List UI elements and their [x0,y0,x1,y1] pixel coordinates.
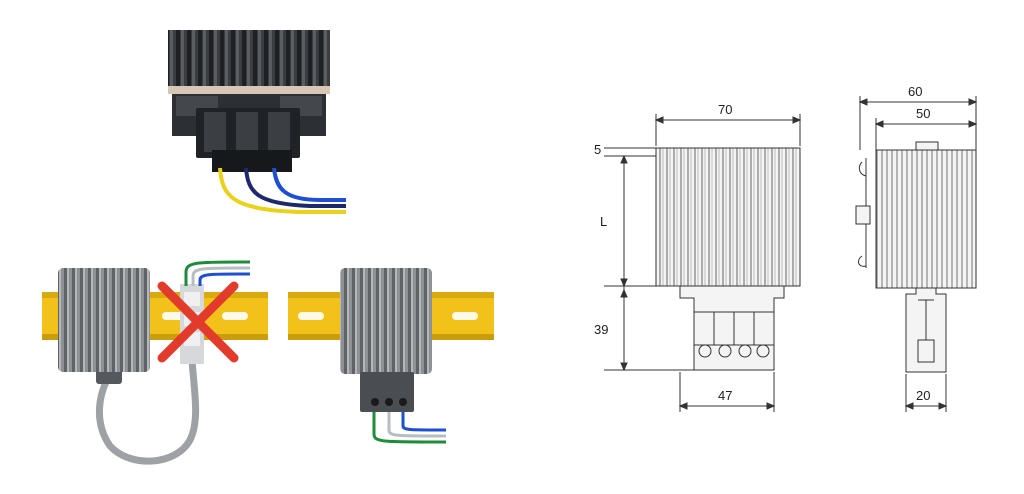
incorrect-mounting-photo [42,260,268,465]
dimension-label-gap-5: 5 [594,142,601,157]
dark-blue-wire [244,167,346,208]
yellow-wire [218,167,346,214]
dimension-label-length: L [600,214,607,229]
front-body-outline [655,147,801,287]
correct-mounting-photo [288,268,494,444]
heater-body-right [340,268,432,374]
dimension-label-terminal-39: 39 [594,322,608,337]
dimension-label-depth-60: 60 [908,84,922,99]
terminal-block-right [360,372,414,412]
side-view-drawing [855,96,978,412]
heater-body-left [58,268,150,372]
side-body-outline [875,149,977,289]
heater-fin-body [168,30,330,88]
dimension-label-terminal-20: 20 [916,388,930,403]
front-view-drawing [604,114,802,412]
heater-rim [168,86,330,94]
dimension-label-width-70: 70 [718,102,732,117]
blue-wire [272,167,346,202]
heater-terminal-photo [168,30,346,214]
dimension-label-terminal-47: 47 [718,388,732,403]
front-terminal-outline [679,285,785,371]
dimension-label-depth-50: 50 [916,106,930,121]
gray-cable [95,359,200,465]
